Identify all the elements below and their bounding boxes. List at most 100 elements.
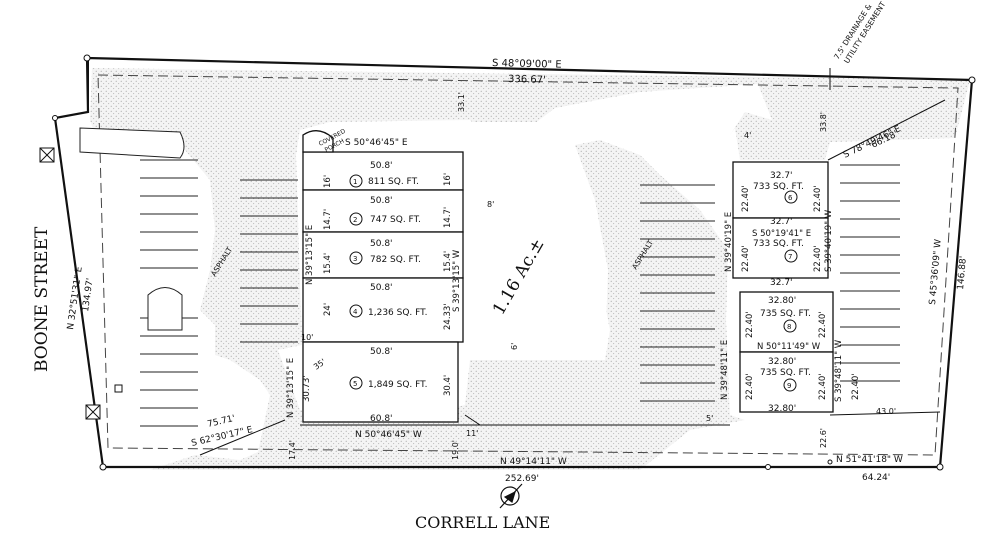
left-bldg-setback-10: 10': [301, 333, 313, 342]
unit-6-width-top: 32.7': [770, 171, 793, 181]
unit-6-marker: [784, 190, 798, 204]
right-upper-left-bearing: N 39°40'19" E: [724, 212, 734, 272]
setback-4: 4': [744, 131, 751, 140]
unit-2-area: 747 SQ. FT.: [370, 215, 421, 225]
unit-4-num: 4: [353, 308, 358, 316]
left-bldg-right-bearing: S 39°13'15" W: [452, 249, 462, 312]
unit-8-right-dim: 22.40': [818, 311, 828, 338]
unit-2-marker: [349, 212, 363, 226]
north-arrow-icon: [499, 483, 523, 509]
unit-8-area: 735 SQ. FT.: [760, 309, 811, 319]
easement-line: [97, 74, 959, 456]
unit-4-marker: [349, 304, 363, 318]
setback-43: 43.0': [876, 407, 896, 416]
unit-5-left-dim: 30.73': [302, 375, 312, 402]
unit-5-area: 1,849 SQ. FT.: [368, 380, 427, 390]
unit-1-area: 811 SQ. FT.: [368, 177, 419, 187]
north-bearing: S 48°09'00" E: [492, 58, 562, 71]
east-distance: 146.88': [956, 256, 969, 291]
unit-8-num: 8: [787, 323, 791, 331]
setback-8: 8': [487, 200, 494, 209]
unit-1-right-dim: 16': [443, 173, 453, 186]
correll-lane-label: CORRELL LANE: [415, 513, 550, 532]
parking-stripes-left: [140, 159, 298, 427]
unit-5-num: 5: [353, 380, 357, 388]
unit-2-num: 2: [353, 216, 357, 224]
west-distance: 134.97': [81, 277, 96, 312]
unit-3-marker: [349, 251, 363, 265]
right-lower-mid-bearing: N 50°11'49" W: [757, 342, 821, 352]
setback-bottom-mid: 19.0': [451, 440, 460, 460]
setback-top-right: 33.8': [819, 112, 828, 132]
setback-bottom-right: 22.6': [819, 428, 828, 448]
unit-7-right-dim: 22.40': [813, 245, 823, 272]
unit-9-left-dim: 22.40': [745, 373, 755, 400]
right-upper-right-bearing: S 39°40'19" W: [824, 209, 834, 272]
unit-9-width-bottom: 32.80': [768, 404, 796, 414]
south-bearing-1: N 49°14'11" W: [500, 457, 567, 467]
setback-6: 6': [510, 343, 519, 350]
unit-4-area: 1,236 SQ. FT.: [368, 308, 427, 318]
sw-distance: 75.71': [206, 414, 236, 430]
setback-top-mid: 33.1': [457, 92, 466, 112]
south-distance-1: 252.69': [505, 474, 539, 484]
setback-5: 5': [706, 414, 713, 423]
left-bldg-top-bearing: S 50°46'45" E: [345, 138, 408, 148]
unit-4-left-dim: 24': [323, 303, 333, 316]
unit-3-num: 3: [353, 255, 357, 263]
left-bldg-left-bearing-lower: N 39°13'15" E: [286, 358, 296, 418]
south-bearing-2: N 51°41'18" W: [836, 455, 903, 465]
unit-1-marker: [349, 174, 363, 188]
unit-1-left-dim: 16': [323, 175, 333, 188]
unit-4-right-dim: 24.33': [443, 303, 453, 330]
right-lower-right-bearing: S 39°48'11" W: [834, 339, 844, 402]
unit-9-area: 735 SQ. FT.: [760, 368, 811, 378]
unit-9-right-dim: 22.40': [818, 373, 828, 400]
unit-9-marker: [783, 378, 797, 392]
unit-6-width-bottom: 32.7': [770, 217, 793, 227]
unit-5-right-dim: 30.4': [443, 375, 453, 396]
right-upper-mid-bearing: S 50°19'41" E: [752, 229, 811, 239]
right-lower-left-bearing: N 39°48'11" E: [720, 340, 730, 400]
parking-island: [147, 287, 183, 331]
left-bldg-bottom-width: 60.8': [370, 414, 393, 424]
asphalt-area: [90, 68, 970, 470]
north-distance: 336.67': [508, 74, 546, 86]
unit-1-num: 1: [353, 178, 357, 186]
unit-1-width: 50.8': [370, 161, 393, 171]
unit-6-left-dim: 22.40': [741, 185, 751, 212]
unit-5-width: 50.8': [370, 347, 393, 357]
unit-6-area: 733 SQ. FT.: [753, 182, 804, 192]
unit-6-num: 6: [788, 194, 793, 202]
left-building: [302, 130, 464, 423]
parking-stripes-right: [640, 164, 900, 402]
parking-island-top: [79, 127, 185, 159]
unit-7-marker: [784, 249, 798, 263]
unit-3-width: 50.8': [370, 239, 393, 249]
unit-5-marker: [349, 376, 363, 390]
south-distance-2: 64.24': [862, 473, 890, 483]
unit-2-right-dim: 14.7': [443, 207, 453, 228]
unit-3-area: 782 SQ. FT.: [370, 255, 421, 265]
unit-9-num: 9: [787, 382, 791, 390]
unit-3-left-dim: 15.4': [323, 253, 333, 274]
unit-8-marker: [783, 319, 797, 333]
unit-9-outer-dim: 22.40': [851, 373, 861, 400]
unit-4-width: 50.8': [370, 283, 393, 293]
unit-7-area: 733 SQ. FT.: [753, 239, 804, 249]
unit-3-right-dim: 15.4': [443, 251, 453, 272]
unit-8-width-top: 32.80': [768, 296, 796, 306]
left-bldg-left-bearing-upper: N 39°13'15" E: [305, 225, 315, 285]
lawn-area: [465, 122, 608, 355]
unit-7-width-bottom: 32.7': [770, 278, 793, 288]
east-bearing: S 45°36'09" W: [928, 239, 944, 306]
setback-bottom-left: 17.4': [288, 440, 297, 460]
unit-9-width-top: 32.80': [768, 357, 796, 367]
setback-11: 11': [466, 429, 478, 438]
boone-street-label: BOONE STREET: [32, 226, 52, 372]
unit-2-width: 50.8': [370, 196, 393, 206]
unit-8-left-dim: 22.40': [745, 311, 755, 338]
unit-2-left-dim: 14.7': [323, 209, 333, 230]
utility-markers: [39, 147, 123, 420]
